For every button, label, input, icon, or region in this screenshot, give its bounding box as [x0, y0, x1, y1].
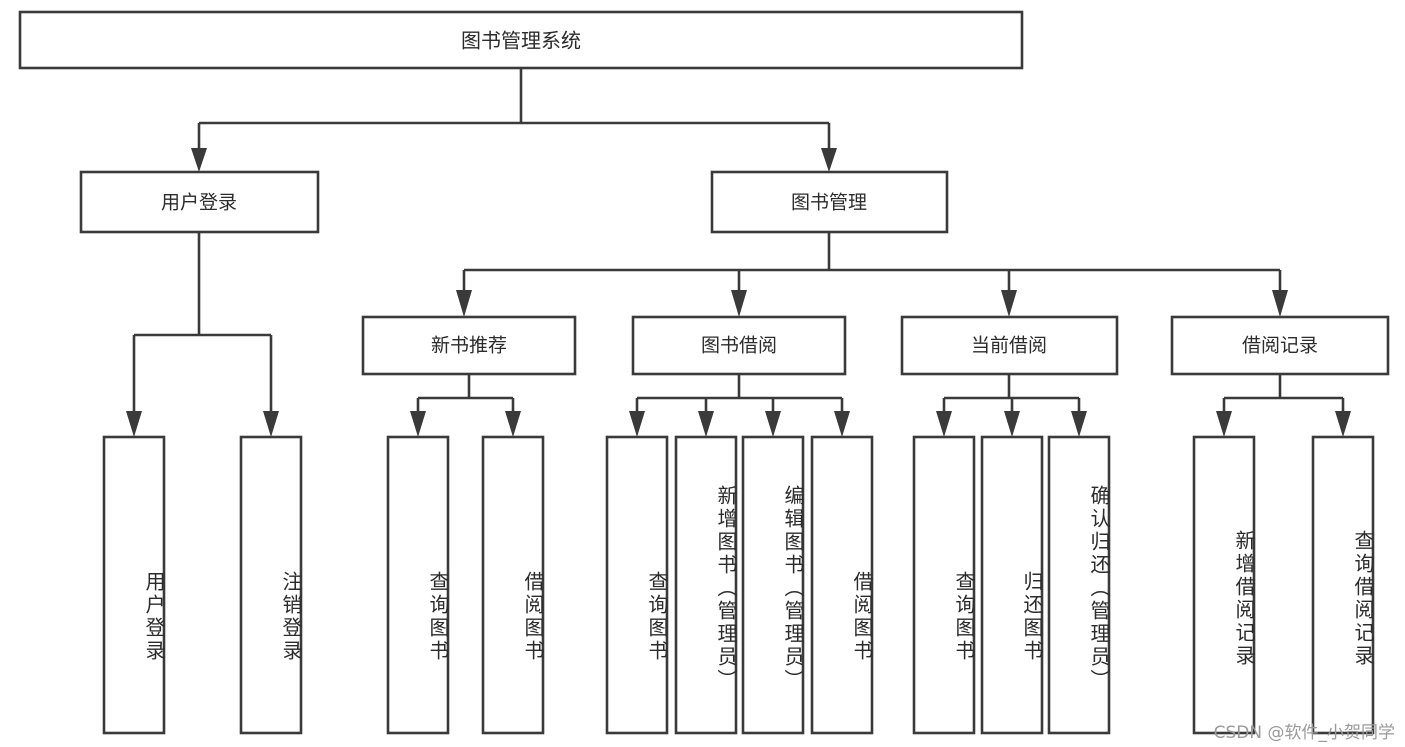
arrowhead-leaf-current-borrow-3	[1071, 411, 1087, 437]
watermark-text: CSDN @软件_小贺同学	[1213, 723, 1395, 743]
leaf-book-borrow-3-box[interactable]	[741, 435, 805, 735]
node-book-borrow-box[interactable]	[631, 315, 847, 376]
leaf-current-borrow-2-box[interactable]	[980, 435, 1044, 735]
leaf-user-login-2-box[interactable]	[239, 435, 303, 735]
leaf-new-book-1-box[interactable]	[386, 435, 450, 735]
arrowhead-leaf-borrow-record-2	[1335, 411, 1351, 437]
connectors-group	[126, 68, 1351, 437]
arrowhead-current-borrow	[1001, 290, 1017, 317]
arrowhead-new-book	[456, 290, 472, 317]
node-user-login-label: 用户登录	[161, 192, 237, 214]
node-new-book-recommend-box[interactable]	[361, 315, 577, 376]
leaf-new-book-2-box[interactable]	[481, 435, 545, 735]
leaf-book-borrow-1-box[interactable]	[605, 435, 669, 735]
node-borrow-record-label: 借阅记录	[1242, 335, 1318, 357]
node-borrow-record-box[interactable]	[1170, 315, 1390, 376]
arrowhead-leaf-user-login-1	[126, 411, 142, 437]
node-root-box[interactable]	[18, 10, 1024, 70]
node-book-manage-box[interactable]	[710, 170, 949, 234]
arrowhead-user-login	[191, 148, 207, 172]
arrowhead-leaf-current-borrow-2	[1004, 411, 1020, 437]
arrowhead-leaf-book-borrow-1	[629, 411, 645, 437]
node-book-manage-label: 图书管理	[791, 192, 867, 214]
leaf-user-login-1-box[interactable]	[102, 435, 166, 735]
arrowhead-leaf-book-borrow-4	[834, 411, 850, 437]
arrowhead-book-borrow	[731, 290, 747, 317]
node-root-label: 图书管理系统	[461, 29, 581, 53]
node-new-book-recommend-label: 新书推荐	[431, 335, 507, 357]
arrowhead-leaf-current-borrow-1	[936, 411, 952, 437]
arrowhead-leaf-book-borrow-3	[765, 411, 781, 437]
arrowhead-leaf-new-book-1	[410, 411, 426, 437]
leaf-borrow-record-2-box[interactable]	[1311, 435, 1375, 735]
leaf-book-borrow-2-box[interactable]	[674, 435, 738, 735]
arrowhead-leaf-new-book-2	[505, 411, 521, 437]
node-current-borrow-label: 当前借阅	[971, 335, 1047, 357]
leaf-current-borrow-3-box[interactable]	[1047, 435, 1111, 735]
nodes-group: 图书管理系统 用户登录 图书管理 新书推荐 图书借阅 当前借阅 借阅记录	[18, 10, 1390, 735]
leaf-current-borrow-1-box[interactable]	[912, 435, 976, 735]
node-user-login-box[interactable]	[79, 170, 320, 234]
arrowhead-book-manage	[821, 148, 837, 172]
leaf-borrow-record-1-box[interactable]	[1192, 435, 1256, 735]
arrowhead-leaf-user-login-2	[263, 411, 279, 437]
arrowhead-borrow-record	[1272, 290, 1288, 317]
arrowhead-leaf-book-borrow-2	[698, 411, 714, 437]
node-book-borrow-label: 图书借阅	[701, 335, 777, 357]
node-current-borrow-box[interactable]	[900, 315, 1119, 376]
arrowhead-leaf-borrow-record-1	[1216, 411, 1232, 437]
leaf-book-borrow-4-box[interactable]	[810, 435, 874, 735]
